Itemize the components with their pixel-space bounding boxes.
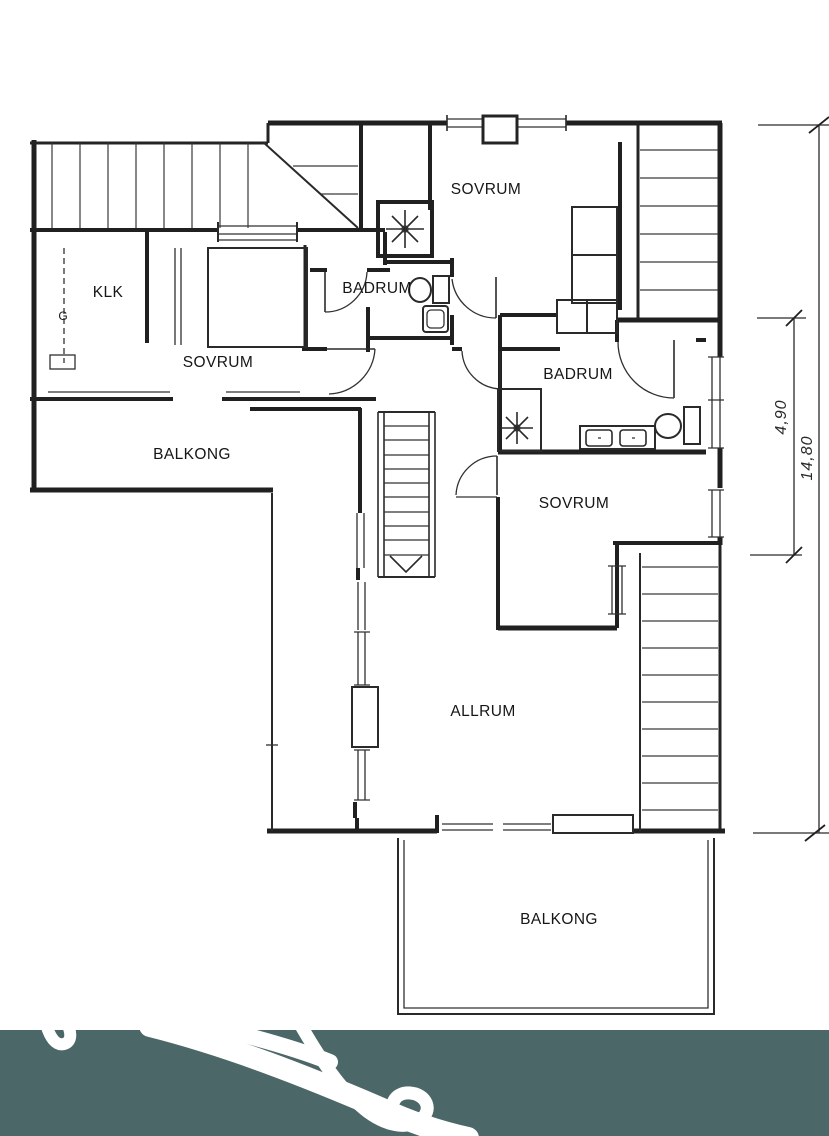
wardrobe-marker: G bbox=[58, 309, 68, 323]
room-label-sovrum-right: SOVRUM bbox=[538, 495, 610, 512]
room-label-sovrum-top: SOVRUM bbox=[450, 181, 522, 198]
dimension-label-outer: 14,80 bbox=[799, 435, 816, 481]
double-vanity-icon bbox=[579, 425, 656, 450]
windows bbox=[217, 114, 724, 831]
room-label-klk: KLK bbox=[92, 284, 124, 301]
dimension-lines bbox=[750, 116, 829, 842]
shower-right-icon bbox=[497, 388, 542, 452]
sink-middle-icon bbox=[422, 305, 449, 333]
closets-hall bbox=[556, 299, 618, 334]
walls bbox=[30, 120, 725, 834]
room-label-balkong-bottom: BALKONG bbox=[520, 911, 598, 928]
white-scribble bbox=[40, 1015, 479, 1136]
room-label-sovrum-left: SOVRUM bbox=[182, 354, 254, 371]
dimension-label-inner: 4,90 bbox=[773, 399, 790, 435]
doors bbox=[302, 271, 675, 498]
hatch-roof-band-right bbox=[639, 553, 718, 831]
staircase bbox=[377, 411, 436, 578]
footer-band bbox=[0, 1015, 829, 1136]
hatch-top-left-stair bbox=[51, 141, 359, 229]
room-label-badrum-middle: BADRUM bbox=[342, 280, 412, 297]
room-label-balkong-left: BALKONG bbox=[153, 446, 231, 463]
hatch-roof-band-top-right bbox=[640, 149, 718, 291]
wardrobe-top-sovrum bbox=[571, 206, 618, 304]
klk-wardrobe bbox=[49, 248, 76, 370]
balcony-bottom-walls bbox=[397, 838, 715, 1015]
room-label-badrum-right: BADRUM bbox=[543, 366, 613, 383]
shower-top-icon bbox=[376, 200, 434, 258]
toilet-middle-icon bbox=[408, 275, 450, 304]
stair-direction-arrow-icon bbox=[389, 555, 423, 574]
bed-left-sovrum bbox=[174, 247, 308, 348]
room-label-allrum: ALLRUM bbox=[450, 703, 516, 720]
toilet-right-icon bbox=[654, 406, 701, 445]
